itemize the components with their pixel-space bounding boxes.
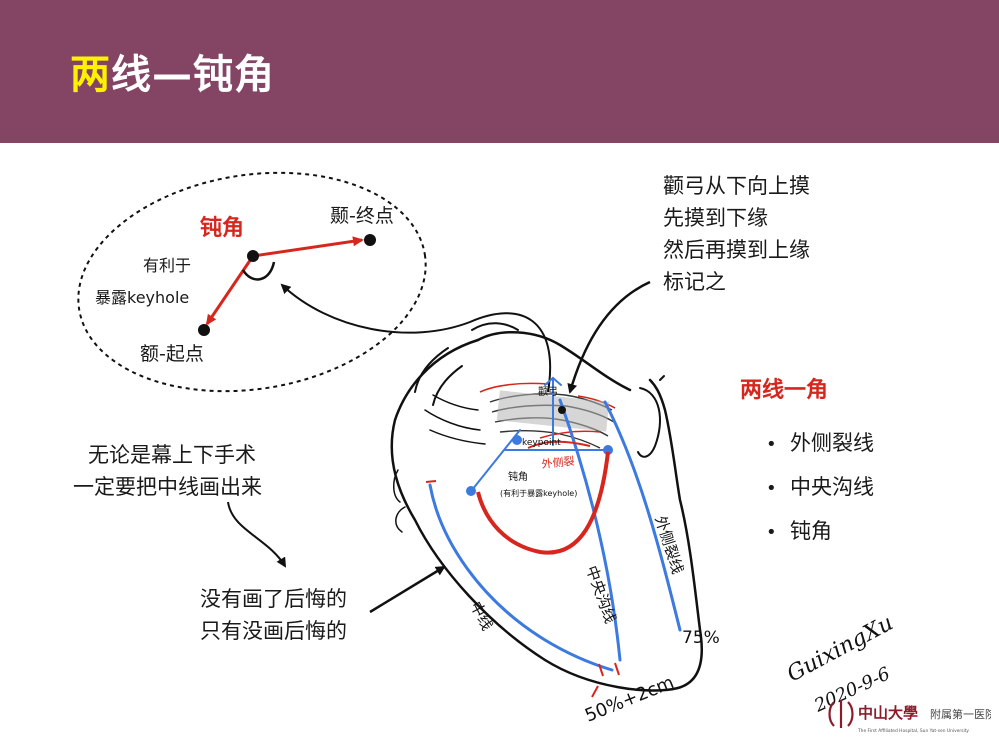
lateral-fissure-line [603,400,682,632]
hand-obtuse-sub: (有利于暴露keyhole) [500,488,577,498]
legend-item: 外侧裂线 [766,422,874,466]
slide-title: 两线—钝角 [70,42,275,100]
logo-emblem-icon [828,700,854,728]
start-dot [198,324,210,336]
university-logo: 中山大學 附属第一医院 The First Affiliated Hospita… [828,700,991,734]
vector-to-frontal-start [205,255,255,326]
hand-keypoint: keypoint [522,438,561,448]
inset-benefit-2: 暴露keyhole [95,288,190,307]
craniotomy-arc [476,451,610,555]
temporal-dot [603,445,613,455]
zygoma-note-2: 先摸到下缘 [663,206,768,230]
vector-to-temporal-end [252,236,364,258]
label-midline: 中线 [466,598,496,633]
logo-name: 中山大學 [858,704,918,722]
obtuse-angle-arc [241,261,276,281]
hand-obtuse: 钝角 [508,470,528,483]
hand-zygoma: 颧弓 [538,386,558,398]
label-50pct: 50%+2cm [582,672,677,727]
bottom-tick [591,685,599,698]
end-hatch-marks [425,480,620,677]
vertex-dot [247,250,259,262]
fissure-red-line [527,440,591,449]
midline-note-2: 一定要把中线画出来 [73,475,262,499]
legend-item: 钝角 [766,510,874,554]
title-bar [0,0,999,143]
inset-obtuse-label: 钝角 [200,216,245,241]
title-rest: 线—钝角 [111,52,275,98]
legend-list: 外侧裂线 中央沟线 钝角 [766,422,874,554]
midline-note-1: 无论是幕上下手术 [88,443,256,467]
zygoma-note-4: 标记之 [663,270,726,294]
regret-note-2: 只有没画后悔的 [200,619,347,643]
central-sulcus-line [558,398,622,662]
logo-english: The First Affiliated Hospital, Sun Yat-s… [857,728,969,734]
title-highlight: 两 [70,52,111,98]
label-75pct: 75% [682,628,720,648]
inset-end-label: 颞-终点 [330,205,394,227]
end-dot [364,234,376,246]
head-sketch [390,322,704,692]
midline-line [428,483,614,672]
inset-start-label: 额-起点 [140,343,204,365]
zygoma-dot [558,406,566,414]
arrow-regret-note [369,565,446,614]
regret-note-1: 没有画了后悔的 [200,587,347,611]
zygoma-note-3: 然后再摸到上缘 [663,238,810,262]
legend-item: 中央沟线 [766,466,874,510]
frontal-dot [466,486,476,496]
arrow-zygoma-note [567,280,651,394]
arrow-midline-note [227,501,287,568]
label-central-sulcus: 中央沟线 [582,563,619,626]
inset-dashed-ellipse [77,171,427,393]
legend-heading: 两线一角 [740,378,829,403]
keypoint-dot [512,435,522,445]
zygoma-note-1: 颧弓从下向上摸 [663,174,810,198]
hand-lateral-fissure: 外侧裂 [541,455,575,471]
logo-dept: 附属第一医院 [930,707,991,721]
inset-benefit-1: 有利于 [143,256,192,275]
